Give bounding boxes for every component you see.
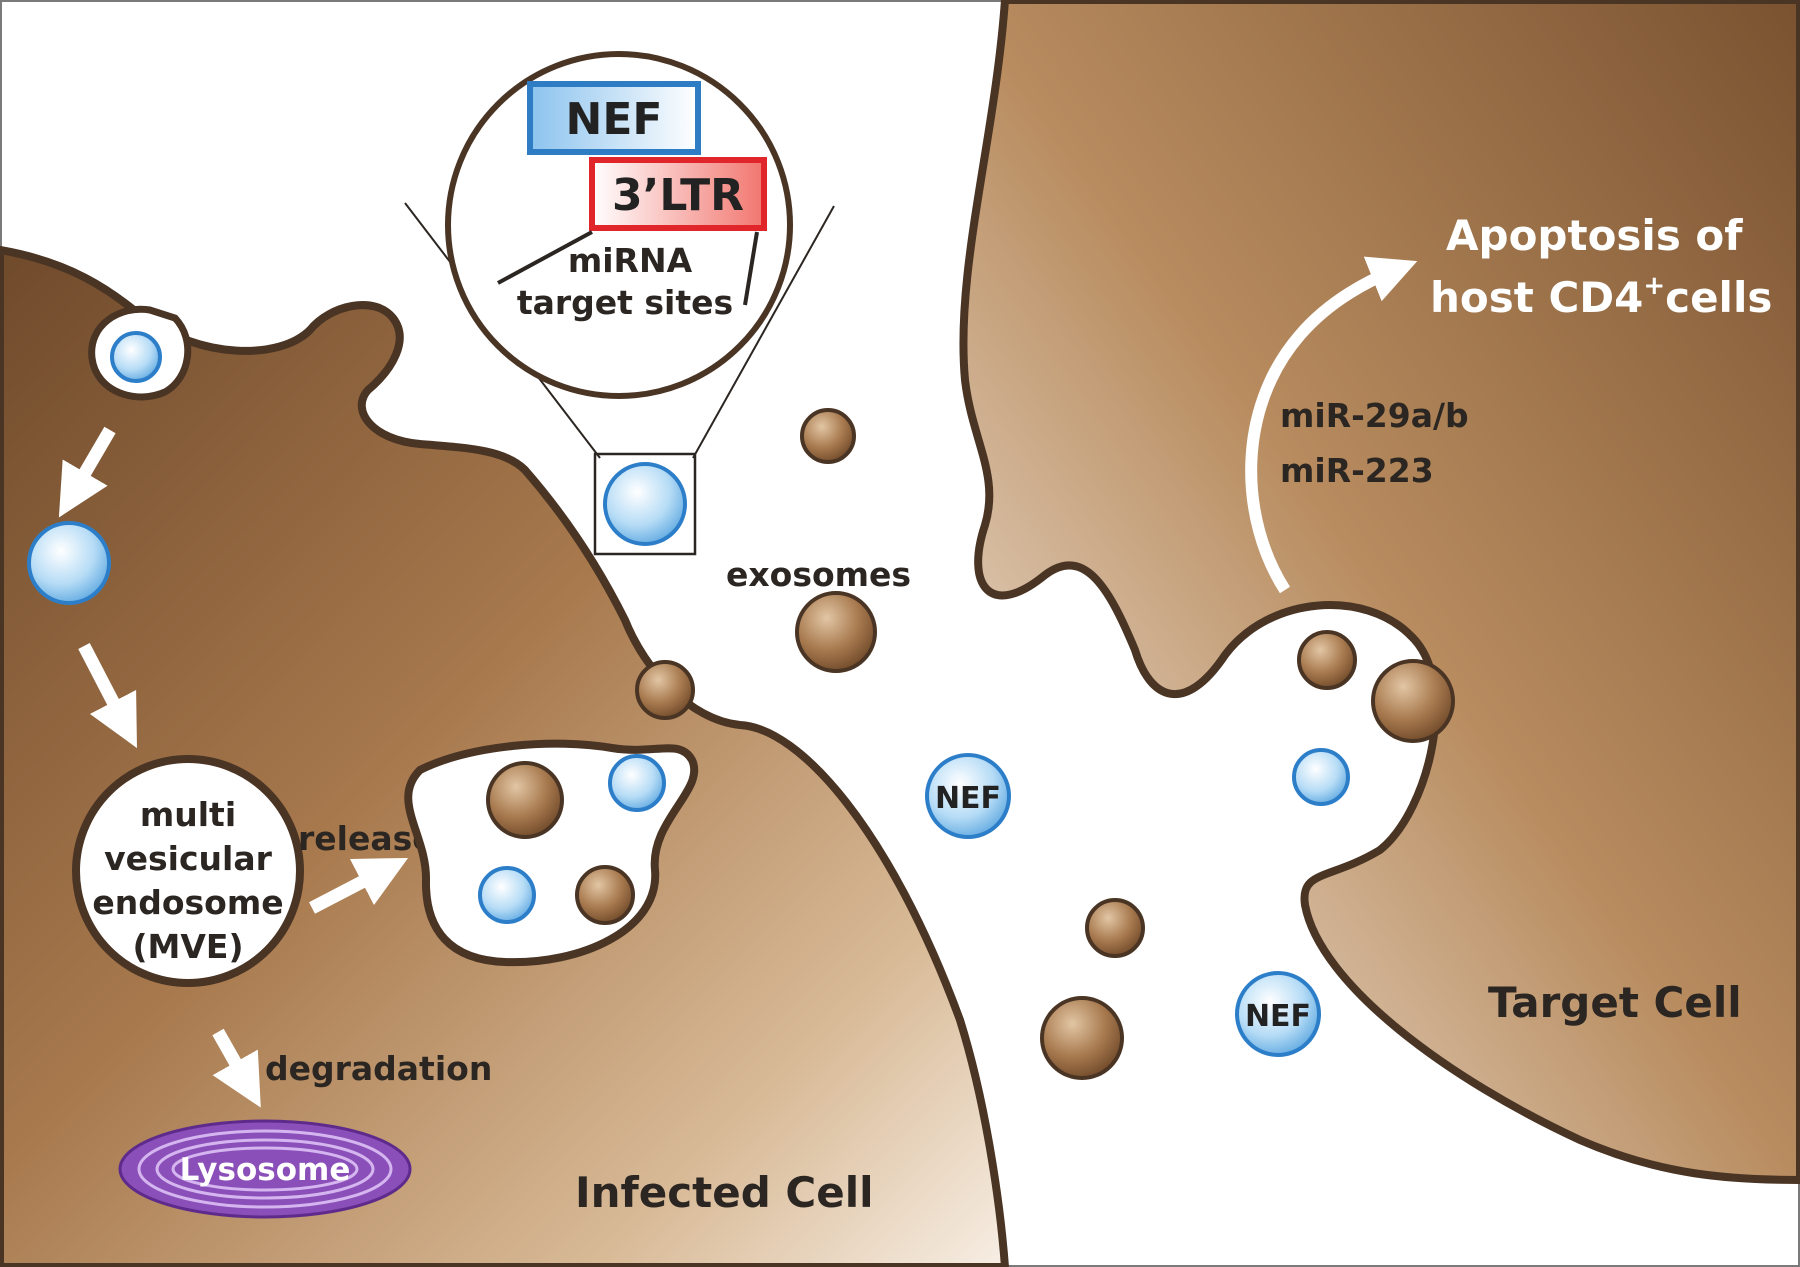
pocket-exosome-small xyxy=(575,865,635,925)
mir-label-line2: miR-223 xyxy=(1280,451,1434,490)
exosome-2 xyxy=(795,591,877,673)
apoptosis-superscript: + xyxy=(1643,271,1665,301)
degradation-label: degradation xyxy=(265,1049,492,1088)
nef-gene-box xyxy=(527,81,701,155)
arrow-apoptosis xyxy=(1245,256,1418,594)
exosome-4 xyxy=(1040,996,1124,1080)
mirna-label-line2: target sites xyxy=(517,283,733,322)
ltr-box xyxy=(589,157,767,231)
infected-cell-label: Infected Cell xyxy=(575,1168,874,1217)
entering-vesicle xyxy=(110,331,162,383)
zoom-box xyxy=(593,452,697,556)
lysosome xyxy=(118,1119,412,1219)
arrow-endocytosis xyxy=(58,426,116,518)
apoptosis-host-cd4: host CD4 xyxy=(1430,273,1643,322)
exosomes-label: exosomes xyxy=(726,555,911,594)
mve-label-line2: vesicular xyxy=(104,839,272,878)
nef-particle-1-label: NEF xyxy=(935,781,1001,816)
zoomed-vesicle xyxy=(603,462,687,546)
exosome-1 xyxy=(800,408,856,464)
mir-label-line1: miR-29a/b xyxy=(1280,396,1469,435)
nef-gene-label: NEF xyxy=(566,94,663,145)
target-cell-label: Target Cell xyxy=(1488,978,1742,1027)
uptake-exosome-small xyxy=(1297,630,1357,690)
arrow-to-mve xyxy=(78,643,137,749)
target-cell xyxy=(959,0,1800,1184)
arrow-degradation xyxy=(212,1028,261,1108)
mve-label-line1: multi xyxy=(140,795,236,834)
mirna-pointer-right xyxy=(743,231,759,306)
uptake-exosome-large xyxy=(1371,659,1455,743)
lysosome-label: Lysosome xyxy=(180,1152,351,1188)
apoptosis-label-line1: Apoptosis of xyxy=(1446,211,1743,260)
nef-particle-2 xyxy=(1235,971,1321,1057)
mve-circle xyxy=(72,755,304,987)
ltr-label: 3’LTR xyxy=(612,170,744,221)
mirna-label-line1: miRNA xyxy=(568,241,693,280)
pocket-vesicle-1 xyxy=(608,754,666,812)
zoom-line-right xyxy=(692,205,835,459)
exosome-released xyxy=(635,660,695,720)
mve-label-line4: (MVE) xyxy=(132,927,243,966)
nef-particle-1 xyxy=(925,753,1011,839)
pocket-exosome-large xyxy=(486,761,564,839)
pocket-vesicle-2 xyxy=(478,866,536,924)
arrow-release xyxy=(308,857,409,914)
exosome-3 xyxy=(1085,898,1145,958)
nef-particle-2-label: NEF xyxy=(1245,999,1311,1034)
uptake-vesicle xyxy=(1292,748,1350,806)
mirna-pointer-left xyxy=(497,230,593,285)
apoptosis-cells: cells xyxy=(1665,273,1772,322)
mve-label-line3: endosome xyxy=(92,883,283,922)
apoptosis-label-line2: host CD4+cells xyxy=(1430,271,1772,322)
early-endosome xyxy=(27,521,111,605)
